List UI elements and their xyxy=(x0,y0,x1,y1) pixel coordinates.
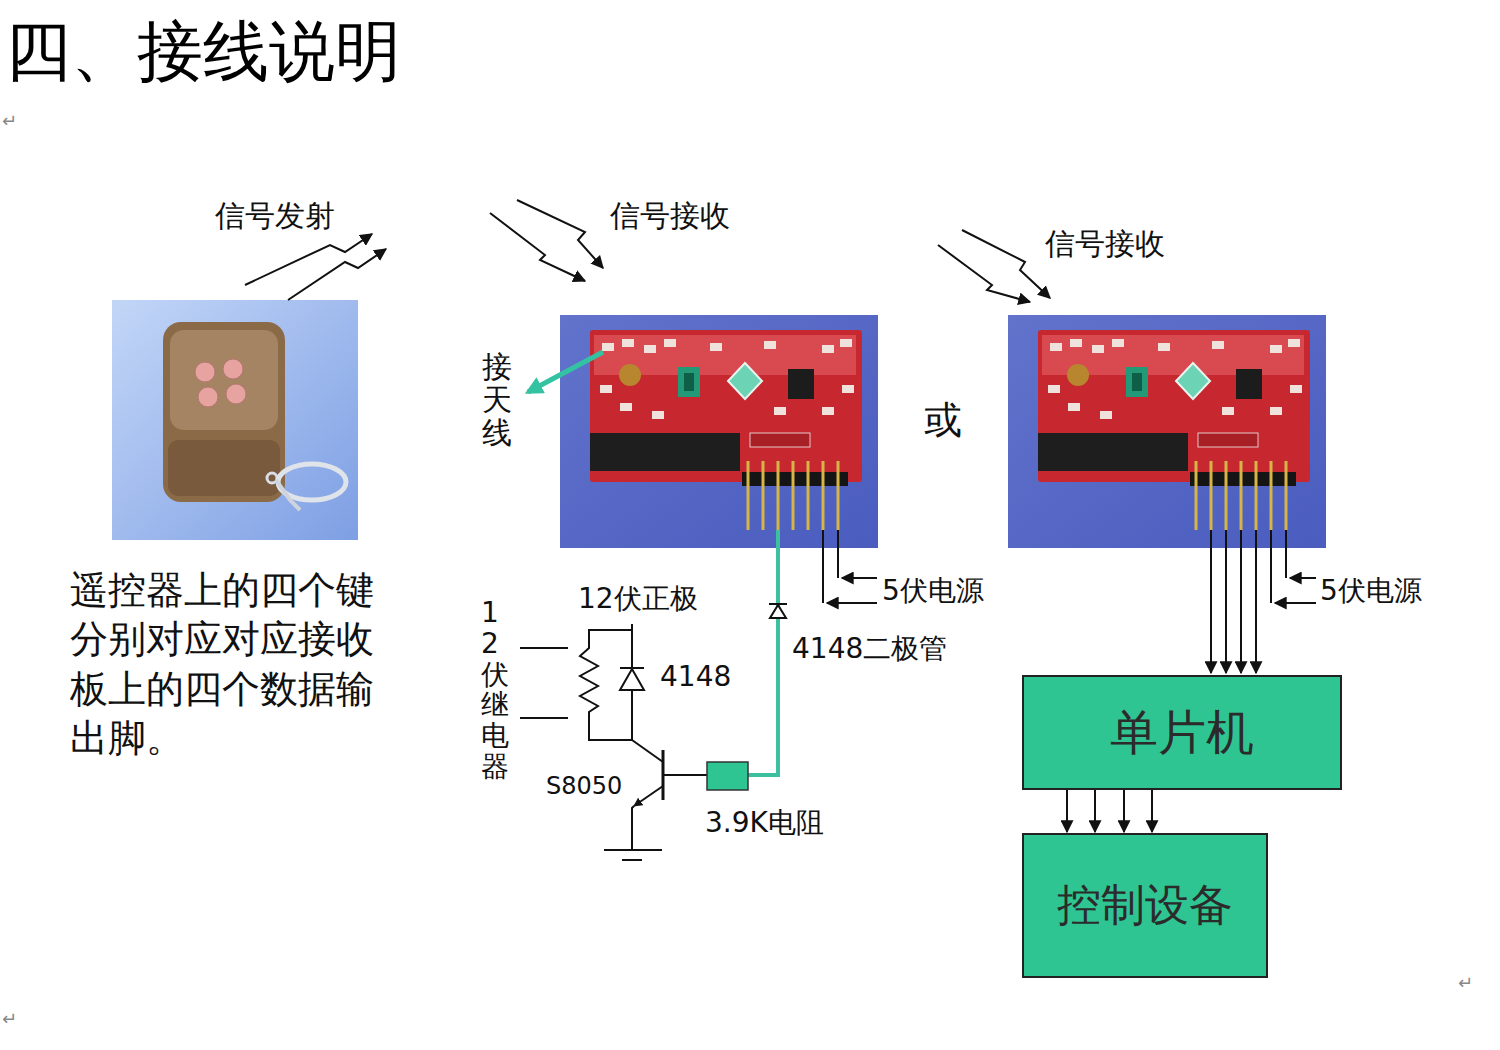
remote-body xyxy=(163,322,285,502)
output-wire xyxy=(1255,530,1257,673)
signal-label: 信号发射 xyxy=(215,198,335,234)
signal-arrow xyxy=(962,230,1050,298)
power-arrow xyxy=(842,577,877,579)
remote-photo xyxy=(112,300,358,540)
key-clasp xyxy=(276,480,300,510)
signal-arrow xyxy=(490,213,585,281)
power-wire xyxy=(1285,530,1287,578)
connector-arrow xyxy=(1123,790,1125,832)
relay-contact xyxy=(520,648,568,718)
paragraph-mark: ↵ xyxy=(2,1008,17,1030)
remote-lower xyxy=(168,440,280,496)
supply-label: 12伏正极 xyxy=(578,582,698,616)
power-label: 5伏电源 xyxy=(1320,574,1422,608)
emitter-wire xyxy=(634,786,663,806)
power-wire xyxy=(1270,530,1272,603)
remote-face xyxy=(170,330,278,430)
diode-symbol xyxy=(620,669,644,690)
page-title: 四、接线说明 xyxy=(5,12,401,91)
paragraph-mark: ↵ xyxy=(1458,972,1473,994)
process-box: 控制设备 xyxy=(1022,833,1268,978)
collector-wire xyxy=(632,740,663,762)
antenna-label: 接天线 xyxy=(482,350,512,449)
note-text: 遥控器上的四个键分别对应对应接收板上的四个数据输出脚。 xyxy=(70,566,385,764)
diode-label: 4148二极管 xyxy=(792,632,947,666)
power-wire xyxy=(837,530,839,578)
box-text: 单片机 xyxy=(1110,704,1254,762)
receiver-board-photo xyxy=(1008,315,1326,548)
remote-button xyxy=(195,362,215,382)
box-text: 控制设备 xyxy=(1057,879,1233,932)
output-wire xyxy=(1210,530,1212,673)
signal-wire xyxy=(748,530,778,775)
signal-arrow xyxy=(288,249,386,300)
signal-label: 信号接收 xyxy=(1045,226,1165,262)
signal-arrow xyxy=(938,245,1030,302)
resistor-symbol xyxy=(707,762,748,790)
connector-arrow xyxy=(1094,790,1096,832)
photo-background xyxy=(112,300,358,540)
signal-label: 信号接收 xyxy=(610,198,730,234)
process-box: 单片机 xyxy=(1022,675,1342,790)
connector-arrow xyxy=(1066,790,1068,832)
paragraph-mark: ↵ xyxy=(2,110,17,132)
ground-symbol xyxy=(622,859,642,861)
antenna-arrow xyxy=(528,352,603,392)
or-label: 或 xyxy=(924,398,962,444)
power-label: 5伏电源 xyxy=(882,574,984,608)
relay-label: 12伏继电器 xyxy=(481,598,509,783)
diode-bar xyxy=(620,667,644,669)
remote-button xyxy=(198,387,218,407)
power-arrow xyxy=(1290,577,1316,579)
power-wire xyxy=(822,530,824,603)
connector-arrow xyxy=(1151,790,1153,832)
diode-bar xyxy=(769,603,787,605)
remote-button xyxy=(223,359,243,379)
ground-symbol xyxy=(604,849,662,851)
transistor-base xyxy=(662,750,665,800)
receiver-board-photo xyxy=(560,315,878,548)
remote-button xyxy=(226,384,246,404)
signal-arrow xyxy=(245,234,372,285)
resistor-label: 3.9K电阻 xyxy=(705,806,824,840)
diode-label: 4148 xyxy=(660,660,731,694)
power-arrow xyxy=(827,602,877,604)
base-wire xyxy=(663,774,707,776)
power-arrow xyxy=(1275,602,1316,604)
relay-circuit xyxy=(520,624,707,860)
transistor-label: S8050 xyxy=(546,772,622,801)
signal-arrow xyxy=(517,200,603,268)
output-wire xyxy=(1240,530,1242,673)
output-wire xyxy=(1225,530,1227,673)
diode-symbol xyxy=(770,605,786,618)
ground-wire xyxy=(632,806,634,850)
output-wires xyxy=(1211,530,1256,673)
